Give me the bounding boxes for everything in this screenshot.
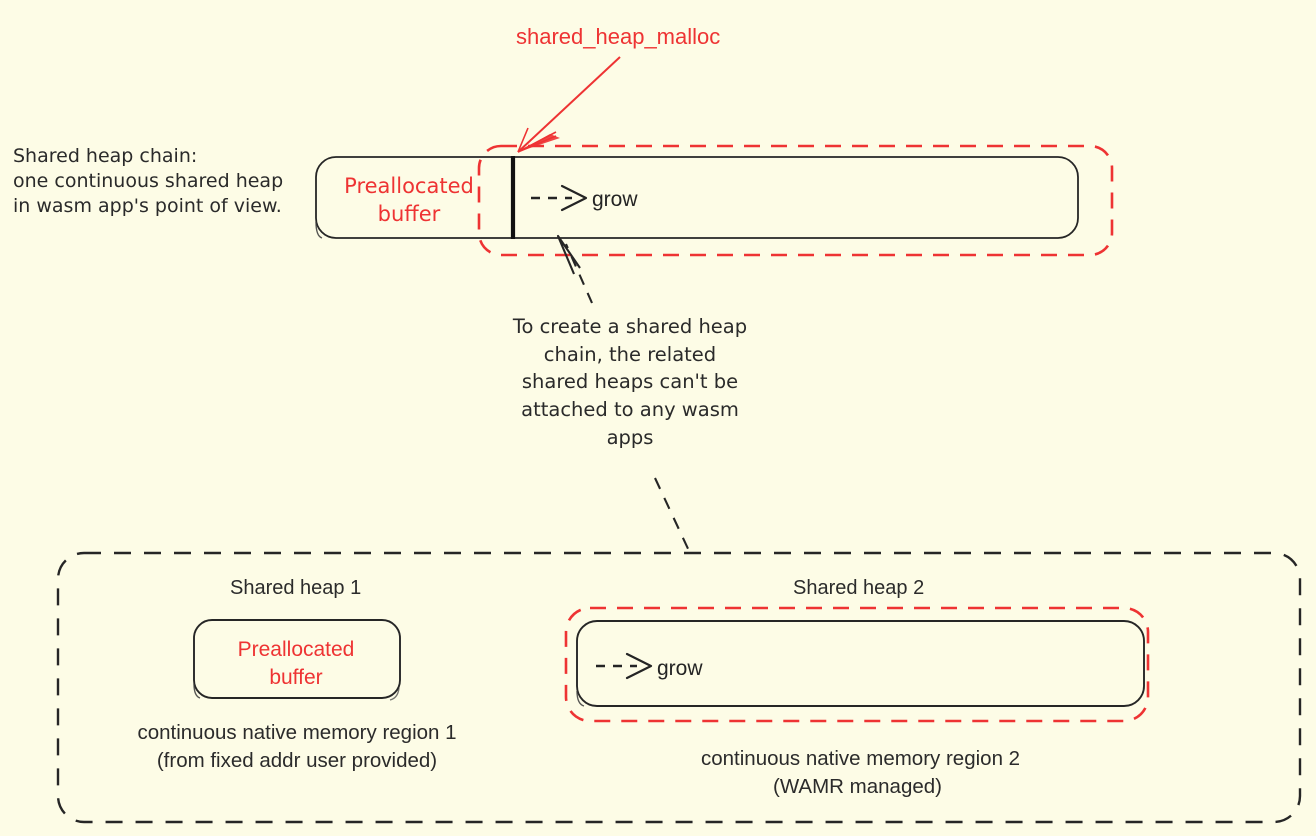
native-memory-region-2-label: continuous native memory region 2 (WAMR … [701,747,1021,799]
shared-heap-2-growable-outline [564,606,1150,723]
note-leader-to-bottom-container [654,477,691,554]
shared-heap-chain-note: To create a shared heap chain, the relat… [512,315,748,449]
grow-label-top: grow [592,188,638,211]
grow-label-bottom: grow [657,657,703,680]
preallocated-buffer-label-top: Preallocated buffer [344,174,474,226]
shared-heap-2-title: Shared heap 2 [793,577,925,599]
growable-region-dashed-outline-top [477,144,1114,257]
preallocated-buffer-label-bottom: Preallocated buffer [237,638,355,689]
shared-heap-1-title: Shared heap 1 [230,577,362,599]
shared-heap-malloc-arrow [517,56,621,153]
native-memory-region-1-label: continuous native memory region 1 (from … [137,721,457,773]
shared-heap-malloc-label: shared_heap_malloc [516,24,721,49]
shared-heap-chain-caption: Shared heap chain: one continuous shared… [13,145,284,218]
grow-arrow-top [531,184,588,212]
note-leader-to-top-bar [556,234,593,304]
grow-arrow-bottom [596,652,653,680]
